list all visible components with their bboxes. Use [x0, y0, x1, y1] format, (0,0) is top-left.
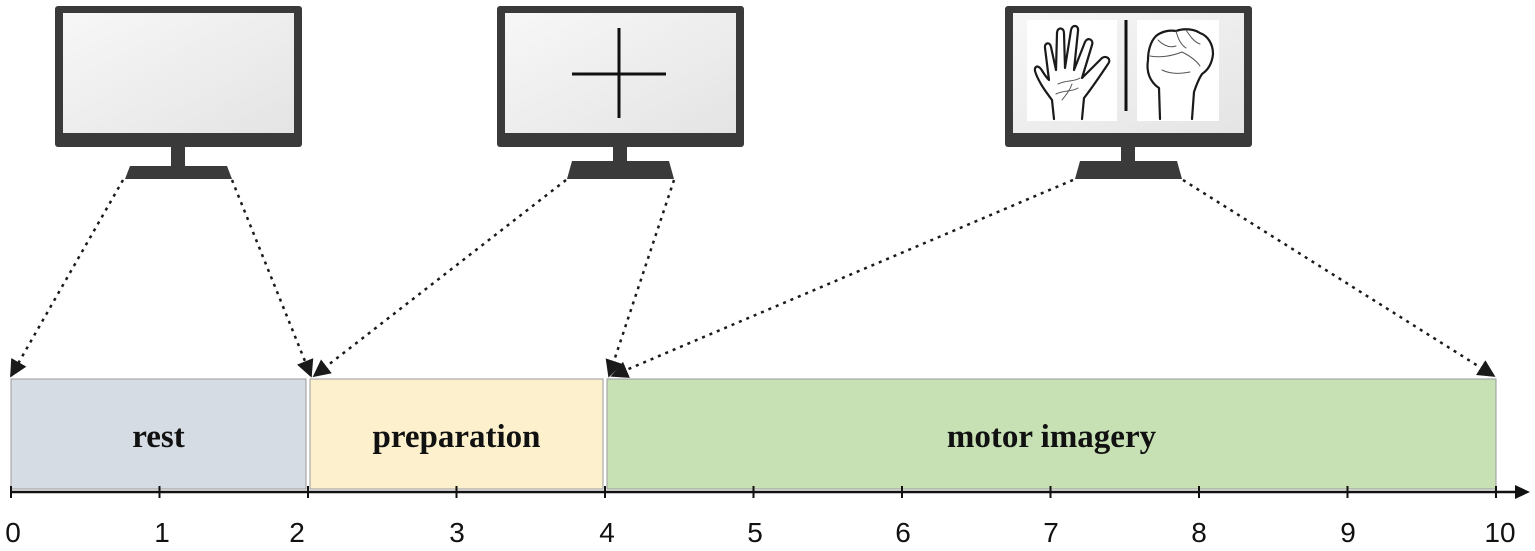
phase-block-preparation: [309, 378, 604, 490]
monitor-base: [125, 166, 232, 179]
connector-rest-end: [230, 179, 314, 378]
fist-icon: [1137, 20, 1219, 121]
connectors: [9, 178, 1496, 378]
axis-arrowhead: [1515, 485, 1530, 499]
tick-label-6: 6: [895, 517, 911, 548]
monitor-base: [567, 161, 674, 179]
monitor-blank: [55, 6, 302, 179]
phase-block-rest: [10, 378, 307, 490]
monitor-neck: [171, 147, 185, 166]
tick-label-10: 10: [1484, 517, 1515, 548]
fixation-cross-icon: [572, 28, 666, 118]
monitor-cue: [1005, 6, 1252, 179]
tick-label-0: 0: [5, 517, 21, 548]
monitor-screen: [63, 13, 294, 133]
tick-label-2: 2: [289, 517, 305, 548]
monitor-fixation-cross: [497, 6, 744, 179]
connector-motor-imagery-end: [1182, 178, 1496, 378]
open-hand-icon: [1027, 20, 1117, 121]
tick-label-8: 8: [1191, 517, 1207, 548]
phase-blocks: rest preparation motor imagery: [10, 378, 1497, 490]
tick-label-3: 3: [449, 517, 465, 548]
phase-label-preparation: preparation: [372, 419, 540, 455]
connector-preparation-start: [312, 179, 567, 378]
tick-label-9: 9: [1340, 517, 1356, 548]
tick-label-7: 7: [1043, 517, 1059, 548]
tick-marks: [10, 486, 1497, 498]
tick-label-4: 4: [599, 517, 615, 548]
phase-block-motor-imagery: [606, 378, 1497, 490]
tick-label-1: 1: [154, 517, 170, 548]
time-axis: 0 1 2 3 4 5 6 7 8 9 10: [5, 485, 1530, 548]
connector-motor-imagery-start: [610, 178, 1074, 378]
connector-preparation-end: [605, 179, 676, 378]
tick-labels: 0 1 2 3 4 5 6 7 8 9 10: [5, 517, 1515, 548]
tick-label-5: 5: [747, 517, 763, 548]
connector-rest-start: [9, 179, 125, 378]
phase-label-rest: rest: [132, 419, 185, 455]
monitor-base: [1075, 161, 1182, 179]
phase-label-motor-imagery: motor imagery: [947, 419, 1157, 455]
